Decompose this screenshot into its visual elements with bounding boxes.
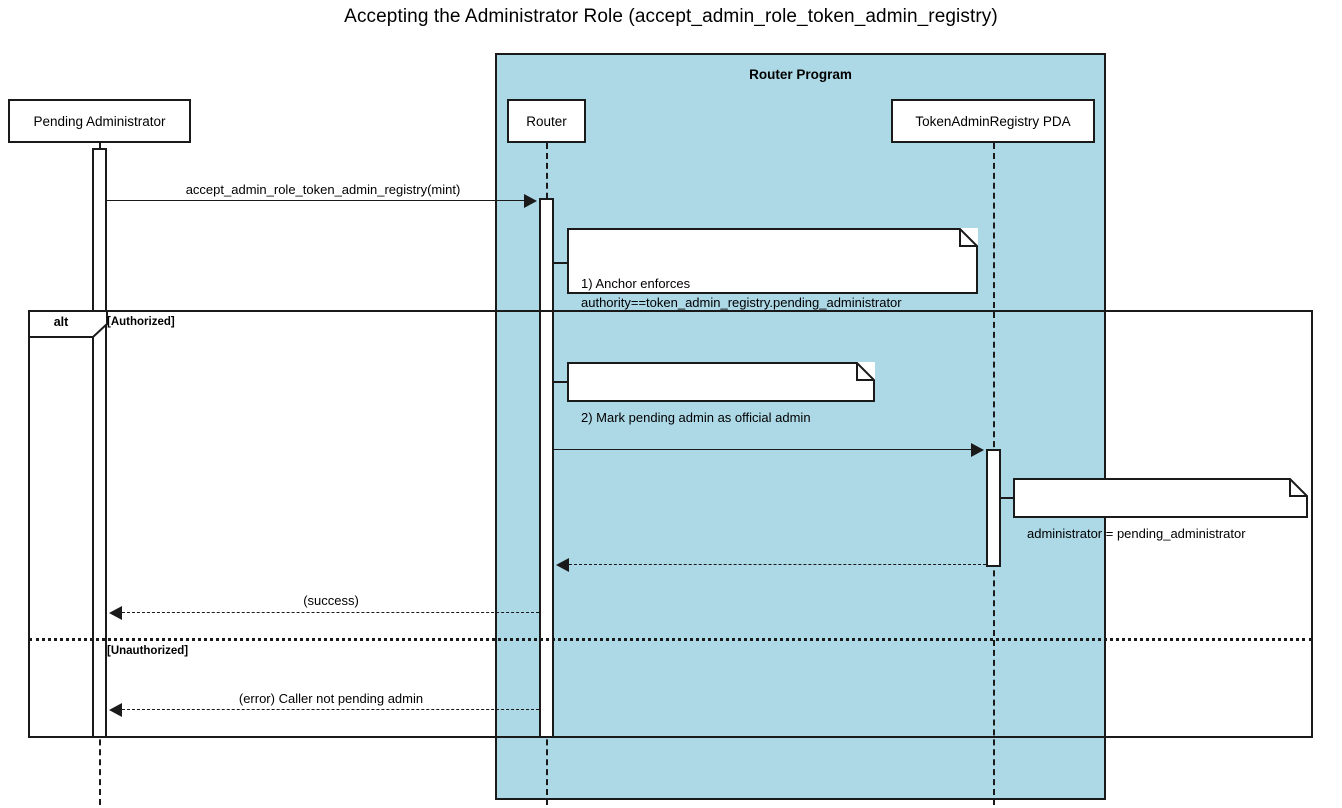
- participant-label: Pending Administrator: [33, 113, 166, 129]
- note-shape-icon: [1013, 478, 1308, 518]
- message-arrowhead-return-success: [109, 606, 122, 620]
- message-arrowhead-return-registry: [556, 558, 569, 572]
- fragment-operator-tab: [28, 310, 108, 338]
- fragment-divider: [29, 638, 1312, 641]
- activation-router: [539, 198, 554, 738]
- fragment-guard-unauthorized: [Unauthorized]: [107, 645, 189, 657]
- note-text: 1) Anchor enforces authority==token_admi…: [581, 276, 902, 310]
- message-line-return-registry: [569, 564, 986, 565]
- participant-router[interactable]: Router: [507, 99, 586, 143]
- note-connector-administrator-assignment: [1001, 497, 1014, 499]
- activation-pending-administrator: [92, 148, 107, 738]
- message-line-return-error: [122, 709, 539, 710]
- participant-label: TokenAdminRegistry PDA: [915, 113, 1071, 129]
- message-label-return-error: (error) Caller not pending admin: [238, 691, 424, 706]
- participant-group-label: Router Program: [749, 67, 852, 82]
- fragment-operator-label: alt: [53, 315, 69, 329]
- message-line-return-success: [122, 612, 539, 613]
- note-shape-icon: [567, 228, 978, 294]
- message-label-call-accept: accept_admin_role_token_admin_registry(m…: [185, 182, 461, 197]
- message-line-call-update-registry: [554, 449, 973, 450]
- note-text: administrator = pending_administrator: [1027, 526, 1246, 541]
- page-title: Accepting the Administrator Role (accept…: [344, 6, 998, 27]
- participant-token-admin-registry-pda[interactable]: TokenAdminRegistry PDA: [891, 99, 1095, 143]
- note-connector-anchor-enforces: [554, 262, 568, 264]
- fragment-guard-authorized: [Authorized]: [107, 316, 175, 328]
- note-text: 2) Mark pending admin as official admin: [581, 410, 811, 425]
- message-arrowhead-call-accept: [524, 194, 537, 208]
- message-line-call-accept: [107, 200, 526, 201]
- participant-pending-administrator[interactable]: Pending Administrator: [8, 99, 191, 143]
- activation-token-admin-registry-pda: [986, 449, 1001, 567]
- message-label-return-success: (success): [303, 593, 359, 608]
- note-anchor-enforces: 1) Anchor enforces authority==token_admi…: [567, 228, 978, 310]
- message-arrowhead-call-update-registry: [971, 443, 984, 457]
- note-connector-mark-pending-admin: [554, 381, 568, 383]
- participant-label: Router: [526, 113, 567, 129]
- note-mark-pending-admin: 2) Mark pending admin as official admin: [567, 362, 875, 425]
- note-shape-icon: [567, 362, 875, 402]
- message-arrowhead-return-error: [109, 703, 122, 717]
- note-administrator-assignment: administrator = pending_administrator: [1013, 478, 1308, 541]
- participant-group-router-program: Router Program: [495, 53, 1106, 800]
